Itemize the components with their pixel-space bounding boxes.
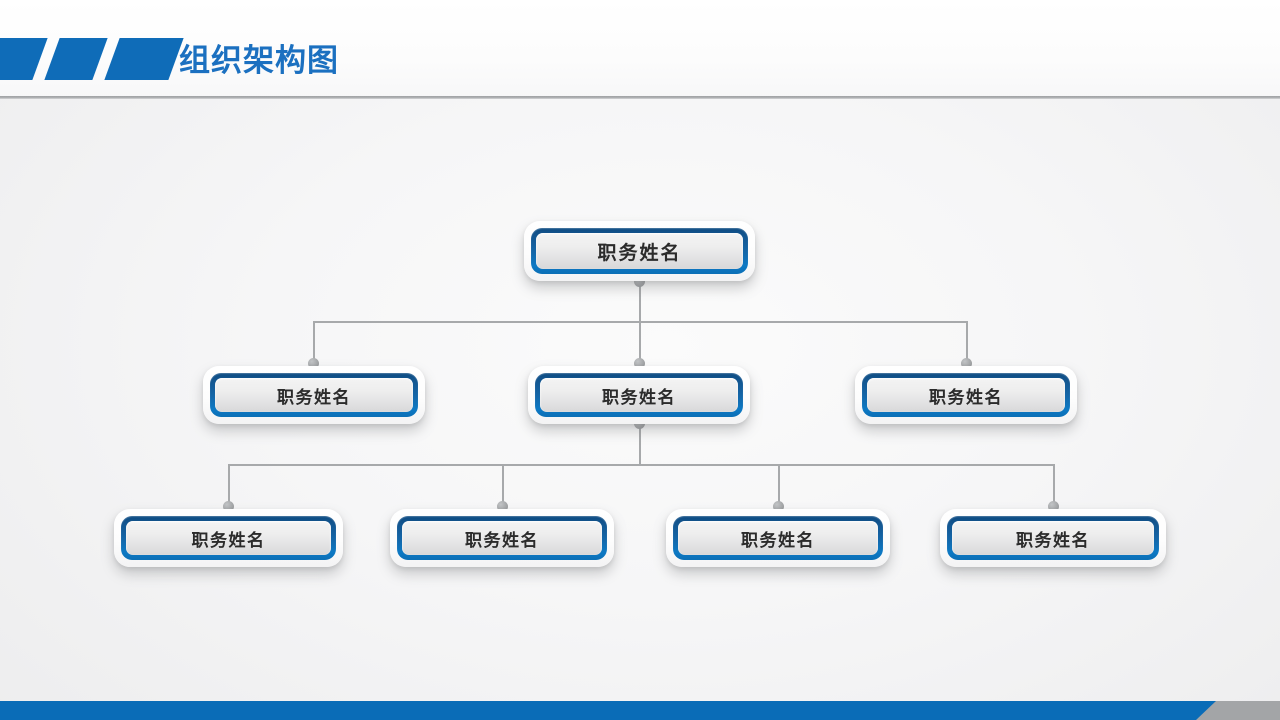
org-node-level2-1-border: 职务姓名 xyxy=(210,373,418,417)
org-node-level3-1-face: 职务姓名 xyxy=(126,521,331,555)
org-node-level3-3-border: 职务姓名 xyxy=(673,516,883,560)
org-node-level2-1-face: 职务姓名 xyxy=(215,378,413,412)
org-node-level3-1-border: 职务姓名 xyxy=(121,516,336,560)
page-title: 组织架构图 xyxy=(179,43,339,78)
org-node-level2-1[interactable]: 职务姓名 xyxy=(203,366,425,424)
org-node-level2-2-label: 职务姓名 xyxy=(602,387,676,407)
connector-dot-level2-1 xyxy=(308,358,319,369)
connector-level3-drop-4 xyxy=(1053,464,1055,506)
org-node-level3-4-border: 职务姓名 xyxy=(947,516,1159,560)
connector-level3-drop-3 xyxy=(778,464,780,506)
connector-dot-level3-3 xyxy=(773,501,784,512)
org-node-level2-3[interactable]: 职务姓名 xyxy=(855,366,1077,424)
connector-root-stem xyxy=(639,280,641,322)
header-background xyxy=(0,0,1280,98)
connector-dot-level3-2 xyxy=(497,501,508,512)
org-node-level2-3-face: 职务姓名 xyxy=(867,378,1065,412)
connector-dot-level3-4 xyxy=(1048,501,1059,512)
org-node-level2-1-label: 职务姓名 xyxy=(277,387,351,407)
org-node-level3-4-face: 职务姓名 xyxy=(952,521,1154,555)
connector-dot-root-bottom xyxy=(634,276,645,287)
org-node-root-face: 职务姓名 xyxy=(536,233,743,269)
org-node-level2-2[interactable]: 职务姓名 xyxy=(528,366,750,424)
org-node-level3-4-label: 职务姓名 xyxy=(1016,530,1090,550)
connector-level3-drop-1 xyxy=(228,464,230,506)
org-node-level3-3-label: 职务姓名 xyxy=(741,530,815,550)
org-node-level3-4[interactable]: 职务姓名 xyxy=(940,509,1166,567)
footer-blue-bar xyxy=(0,701,1216,720)
header-divider xyxy=(0,96,1280,99)
org-node-root-label: 职务姓名 xyxy=(597,242,682,264)
org-node-level3-2-border: 职务姓名 xyxy=(397,516,607,560)
connector-level3-drop-2 xyxy=(502,464,504,506)
org-node-root-border: 职务姓名 xyxy=(531,228,748,274)
connector-level2-middle-stem xyxy=(639,422,641,465)
connector-dot-level2-3 xyxy=(961,358,972,369)
org-node-root[interactable]: 职务姓名 xyxy=(524,221,755,281)
slide-header: 组织架构图 xyxy=(0,0,1280,100)
org-node-level3-2-face: 职务姓名 xyxy=(402,521,602,555)
org-node-level3-3-face: 职务姓名 xyxy=(678,521,878,555)
org-node-level3-1-label: 职务姓名 xyxy=(191,530,266,550)
connector-level2-drop-2 xyxy=(639,321,641,363)
org-node-level2-3-border: 职务姓名 xyxy=(862,373,1070,417)
org-node-level3-2-label: 职务姓名 xyxy=(465,530,539,550)
org-node-level2-2-border: 职务姓名 xyxy=(535,373,743,417)
connector-dot-level2-2 xyxy=(634,358,645,369)
org-node-level2-3-label: 职务姓名 xyxy=(929,387,1003,407)
org-node-level3-3[interactable]: 职务姓名 xyxy=(666,509,890,567)
connector-level3-bus xyxy=(228,464,1054,466)
connector-dot-level3-1 xyxy=(223,501,234,512)
connector-level2-drop-1 xyxy=(313,321,315,363)
connector-level2-drop-3 xyxy=(966,321,968,363)
org-node-level3-1[interactable]: 职务姓名 xyxy=(114,509,343,567)
org-node-level2-2-face: 职务姓名 xyxy=(540,378,738,412)
org-node-level3-2[interactable]: 职务姓名 xyxy=(390,509,614,567)
